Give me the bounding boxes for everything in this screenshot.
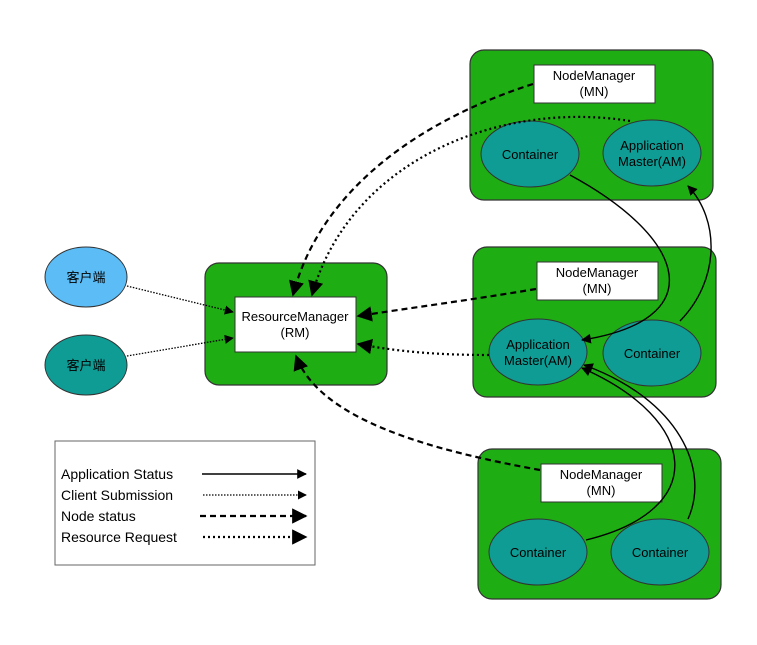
legend-node-status: Node status [61,508,136,524]
app-master-middle-line1: Application [506,337,570,352]
resource-request-top-arrow [308,115,631,297]
legend-client-submission: Client Submission [61,487,173,503]
client-1-label: 客户端 [66,270,105,285]
app-master-middle [488,318,588,386]
container-top-label: Container [502,147,559,162]
container-middle [602,319,702,387]
node-manager-bottom-subtitle: (MN) [587,483,616,498]
node-manager-top [533,64,656,104]
resource-manager-title: ResourceManager [242,309,350,324]
legend-resource-request: Resource Request [61,529,177,545]
node-manager-bottom-title: NodeManager [560,467,643,482]
resource-request-middle-arrow [356,339,490,357]
node-manager-middle-title: NodeManager [556,265,639,280]
app-master-top-line2: Master(AM) [618,154,686,169]
node-status-top-arrow [289,82,534,297]
node-manager-top-subtitle: (MN) [580,84,609,99]
app-status-bottom-right-arrow [583,363,696,520]
container-bottom-left [488,518,588,586]
app-status-middle-container-arrow [679,185,712,322]
app-master-top [602,119,702,187]
app-status-bottom-left-arrow [581,367,676,541]
client-2 [44,334,128,396]
legend-application-status: Application Status [61,466,173,482]
node-status-middle-arrow [356,287,537,322]
legend-box [54,440,316,566]
resource-manager-label-box [234,296,357,353]
node-manager-middle [536,261,659,301]
node-manager-bottom [540,463,663,503]
node-manager-middle-subtitle: (MN) [583,281,612,296]
node-manager-top-title: NodeManager [553,68,636,83]
app-master-middle-line2: Master(AM) [504,353,572,368]
node-status-bottom-arrow [293,354,541,472]
client-1-submission-arrow [126,285,234,315]
resource-manager-subtitle: (RM) [281,325,310,340]
app-status-top-container-arrow [569,174,671,344]
app-master-top-line1: Application [620,138,684,153]
container-bottom-left-label: Container [510,545,567,560]
client-2-label: 客户端 [66,358,105,373]
container-middle-label: Container [624,346,681,361]
container-bottom-right-label: Container [632,545,689,560]
container-bottom-right [610,518,710,586]
client-1 [44,246,128,308]
